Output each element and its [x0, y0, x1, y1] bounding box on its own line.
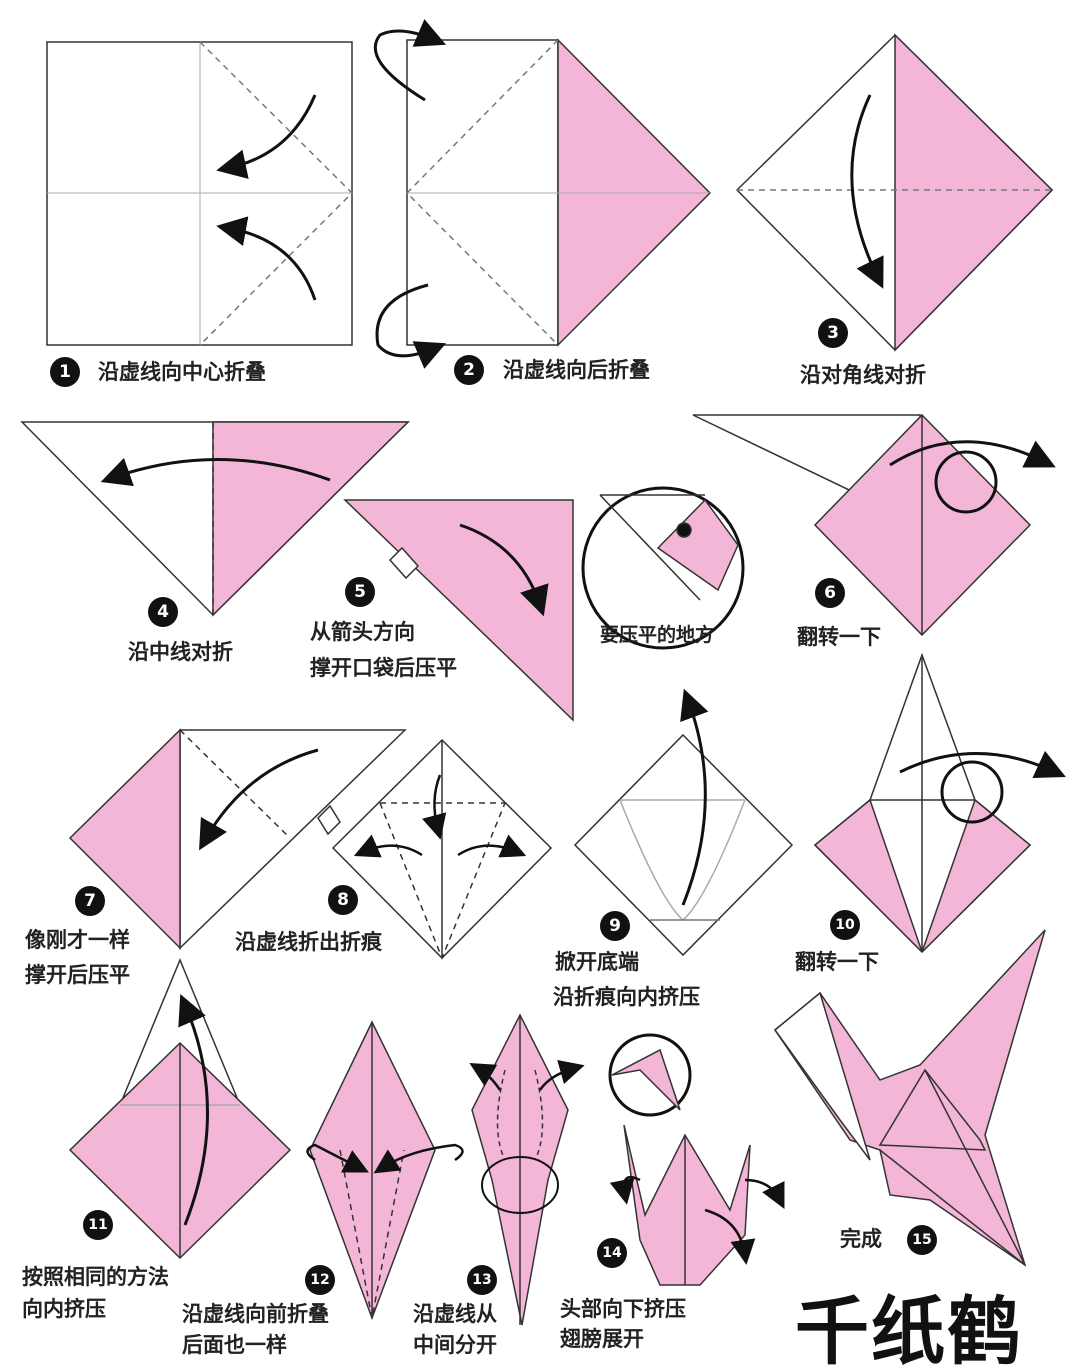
step-15-crane	[773, 929, 1046, 1267]
step-badge: 11	[83, 1210, 113, 1240]
step-5-figure	[343, 499, 574, 722]
step-7-figure	[68, 728, 407, 950]
step-label: 完成	[840, 1227, 882, 1251]
step-4-figure	[20, 421, 410, 617]
step-badge: 13	[467, 1265, 497, 1295]
step-label: 沿虚线从	[413, 1302, 497, 1326]
step-label: 撑开口袋后压平	[310, 656, 457, 680]
step-label: 沿虚线向后折叠	[503, 358, 650, 382]
step-14-figure	[608, 1033, 785, 1286]
step-label: 翅膀展开	[560, 1327, 644, 1351]
step-label: 沿对角线对折	[800, 363, 926, 387]
step-8-figure	[331, 738, 553, 961]
step-label: 按照相同的方法	[22, 1265, 169, 1289]
step-label: 沿虚线折出折痕	[235, 930, 382, 954]
callout-label: 要压平的地方	[600, 624, 715, 646]
step-label: 头部向下挤压	[560, 1297, 686, 1321]
step-label: 掀开底端	[555, 950, 639, 974]
step-label: 向内挤压	[22, 1297, 106, 1321]
step-label: 撑开后压平	[25, 963, 130, 987]
step-badge: 3	[818, 318, 848, 348]
step-6-figure	[692, 413, 1056, 637]
step-label: 沿虚线向前折叠	[182, 1302, 329, 1326]
step-badge: 2	[454, 355, 484, 385]
step-badge: 6	[815, 578, 845, 608]
step-10-figure	[813, 652, 1066, 954]
step-12-figure	[306, 1020, 464, 1321]
flatten-detail-callout	[581, 486, 745, 650]
step-label: 沿中线对折	[128, 640, 233, 664]
step-badge: 7	[75, 886, 105, 916]
diagram-title: 千纸鹤	[795, 1289, 1023, 1370]
step-label: 翻转一下	[795, 950, 879, 974]
step-badge: 12	[305, 1265, 335, 1295]
step-badge: 15	[907, 1225, 937, 1255]
step-badge: 10	[830, 910, 860, 940]
step-label: 从箭头方向	[310, 620, 415, 644]
step-1-figure	[46, 41, 354, 346]
step-label: 像刚才一样	[25, 928, 130, 952]
step-13-figure	[469, 1013, 585, 1326]
step-badge: 5	[345, 577, 375, 607]
step-3-figure	[735, 33, 1054, 352]
step-label: 翻转一下	[797, 625, 881, 649]
step-2-figure	[373, 19, 712, 369]
step-badge: 4	[148, 597, 178, 627]
step-badge: 8	[328, 885, 358, 915]
step-9-figure	[573, 688, 794, 957]
step-badge: 9	[600, 911, 630, 941]
step-11-figure	[68, 958, 292, 1260]
step-label: 沿折痕向内挤压	[553, 985, 700, 1009]
step-badge: 1	[50, 357, 80, 387]
step-label: 后面也一样	[182, 1333, 287, 1357]
step-badge: 14	[597, 1238, 627, 1268]
step-label: 沿虚线向中心折叠	[98, 360, 266, 384]
step-label: 中间分开	[413, 1333, 497, 1357]
